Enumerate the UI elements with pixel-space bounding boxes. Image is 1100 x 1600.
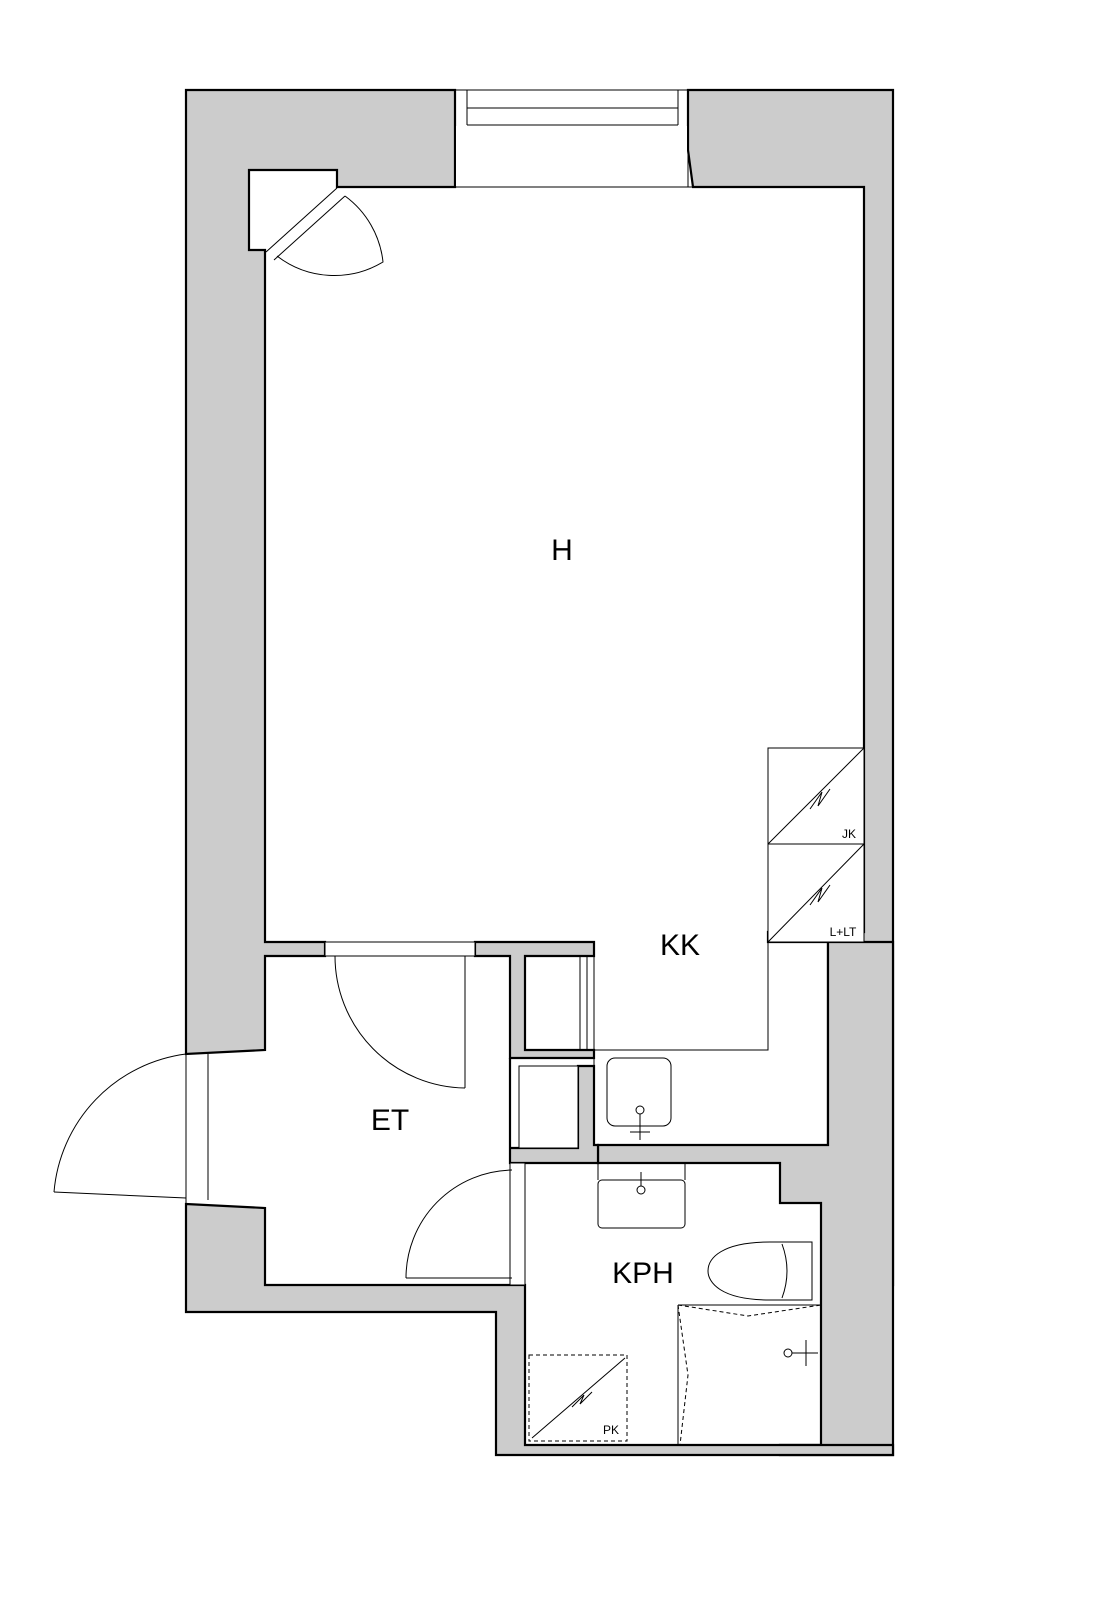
labels: H KK ET KPH JK L+LT PK [371,534,857,1437]
fixture-label-freezer: JK [842,827,856,841]
bathroom-fixtures [528,1163,822,1446]
kitchen-units [593,747,865,1145]
toilet [707,1241,813,1301]
entrance-door [53,1053,209,1204]
door-hall-living [324,941,476,1089]
washbasin [597,1179,686,1229]
window-top [454,89,693,188]
washing-machine [528,1354,628,1442]
fixture-label-washing-machine: PK [603,1423,619,1437]
room-label-kitchen: KK [660,929,700,962]
walls [184,88,895,1457]
corner-door [265,187,384,277]
room-label-bathroom: KPH [612,1257,674,1290]
room-label-living: H [551,534,573,567]
wall-bottom [184,1202,895,1457]
door-bathroom [405,1162,526,1286]
closet [518,956,588,1149]
kitchen-sink [606,1057,672,1127]
wall-interior-h-et [473,940,596,1060]
wall-left-upper [184,88,457,1056]
room-label-hall: ET [371,1104,409,1137]
fixture-label-stove: L+LT [830,925,857,939]
